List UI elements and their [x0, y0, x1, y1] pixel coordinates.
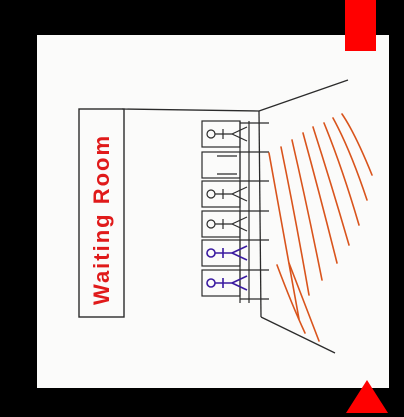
red-corner-triangle — [346, 380, 388, 413]
seat-6-occupant-purple — [202, 270, 247, 296]
red-corner-tab — [345, 0, 376, 51]
seat-4-occupant — [202, 211, 247, 237]
corner-edge — [259, 111, 261, 317]
seat-1-occupant — [202, 121, 247, 147]
right-wall-top-edge — [259, 80, 348, 111]
sign-text: Waiting Room — [89, 134, 114, 305]
bench — [240, 121, 269, 303]
seat-5-occupant-purple — [202, 240, 247, 266]
floor-edge — [261, 317, 335, 353]
ceiling-edge — [122, 109, 259, 111]
seat-3-occupant — [202, 181, 247, 207]
wall-hatching — [269, 114, 372, 341]
sketch-paper: Waiting Room — [37, 35, 389, 388]
seat-2-empty — [202, 152, 240, 178]
waiting-room-sketch: Waiting Room — [37, 35, 389, 388]
